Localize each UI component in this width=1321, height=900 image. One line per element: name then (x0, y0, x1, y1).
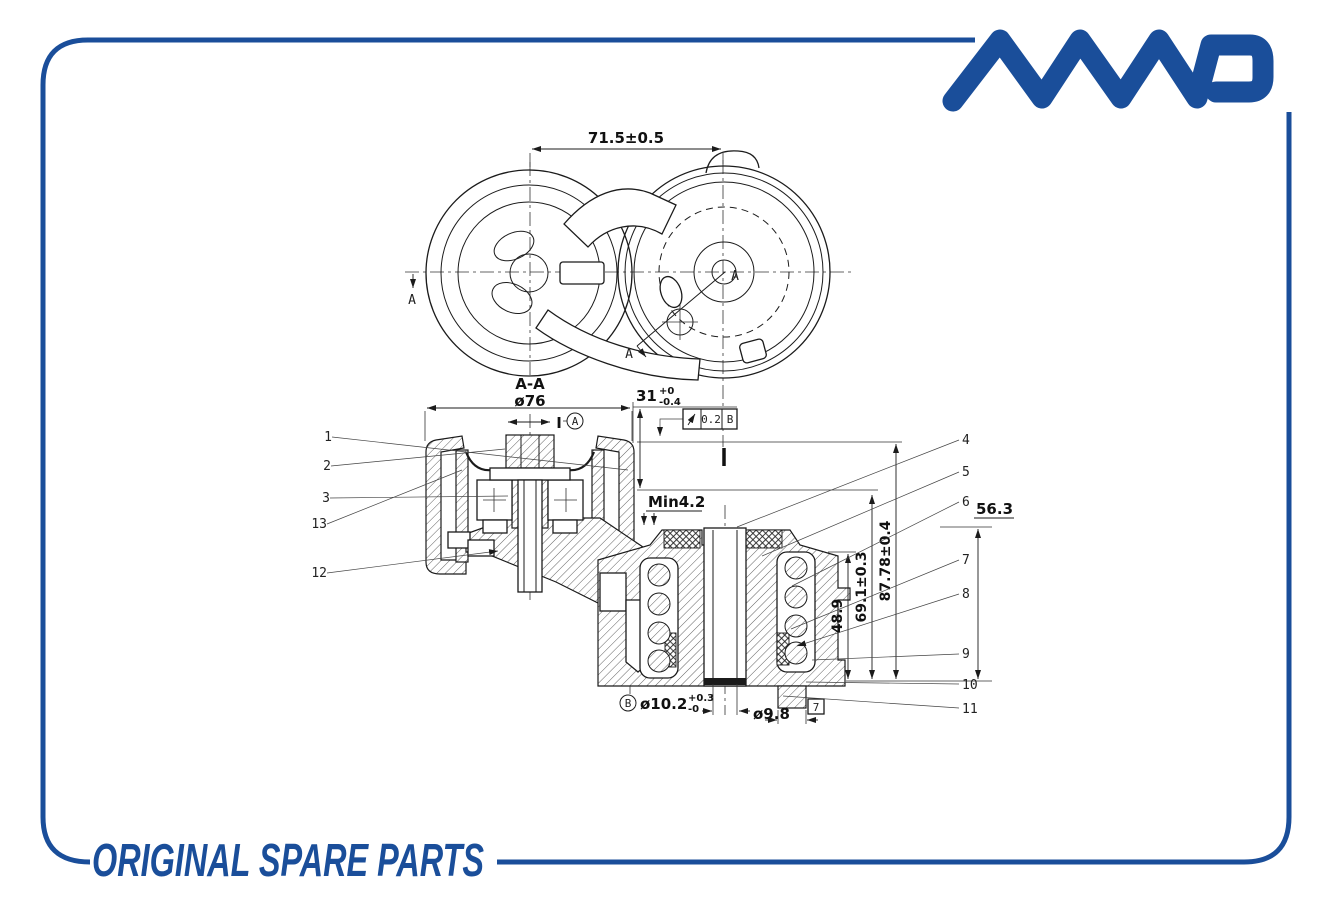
svg-text:+0.3: +0.3 (688, 693, 714, 704)
bolt-shaft (517, 479, 543, 593)
amd-logo (942, 29, 1274, 112)
mounting-hole (659, 275, 698, 340)
knurled-bushing-right (745, 529, 783, 549)
balloon-8: 8 (962, 587, 970, 602)
dim-span-text: 71.5±0.5 (588, 129, 664, 147)
runout-tolerance-frame: 0.2 B (657, 408, 738, 436)
runout-datum: B (727, 413, 734, 426)
svg-text:-0: -0 (688, 704, 699, 715)
dim-489: 48.9 (830, 599, 846, 634)
bearing-balls (647, 556, 808, 673)
runout-symbol-icon (687, 413, 696, 426)
balloon-numbers: 1 2 3 13 12 4 5 6 7 8 9 10 11 (311, 430, 977, 717)
pulley-diameter: ø76 (514, 392, 545, 410)
pin-dia: ø9.8 (753, 705, 790, 723)
dim-31: 31 +0 -0.4 (636, 386, 681, 488)
balloon-13: 13 (311, 517, 327, 532)
shaft-end-band (704, 678, 746, 685)
balloon-leaders (326, 436, 960, 709)
section-cut-marks: A A A (408, 269, 739, 362)
balloon-4: 4 (962, 433, 970, 448)
datum-b-circle: B (625, 697, 632, 710)
page-border (40, 37, 1292, 865)
balloon-6: 6 (962, 495, 970, 510)
balloon-10: 10 (962, 678, 978, 693)
detail-mark: I A (508, 412, 584, 432)
tagline-text: ORIGINAL SPARE PARTS (92, 834, 484, 886)
balloon-9: 9 (962, 647, 970, 662)
balloon-2: 2 (323, 459, 331, 474)
top-view: 71.5±0.5 A A A A-A ø76 (405, 129, 855, 447)
cut-letter-mid: A (731, 269, 739, 284)
dim-691: 69.1±0.3 (854, 551, 870, 622)
datum-a-circle: A (572, 415, 579, 428)
tensioner-arm (535, 188, 701, 381)
section-right-pivot: 31 +0 -0.4 0.2 B Min4.2 48.9 69.1±0.3 (597, 386, 1014, 724)
pivot-shaft (703, 527, 747, 687)
svg-text:-0.4: -0.4 (659, 397, 681, 408)
bore-dia: ø10.2 (640, 695, 687, 713)
svg-text:Min4.2: Min4.2 (648, 493, 705, 511)
detail-letter: I (556, 414, 562, 432)
washer (489, 467, 571, 481)
cut-letter-end: A (625, 347, 633, 362)
balloon-3: 3 (322, 491, 330, 506)
balloon-11: 11 (962, 702, 978, 717)
balloon-1: 1 (324, 430, 332, 445)
runout-value: 0.2 (701, 413, 721, 426)
dim-span: 71.5±0.5 (529, 129, 724, 167)
dim-563: 56.3 (976, 500, 1013, 518)
knurled-bushing-left (663, 529, 701, 549)
vertical-dims: 48.9 69.1±0.3 87.78±0.4 56.3 (830, 444, 1014, 679)
bearing-blocks (476, 479, 584, 534)
dim-8778: 87.78±0.4 (878, 520, 894, 601)
right-tensioner-body (617, 150, 831, 379)
svg-text:+0: +0 (659, 386, 674, 397)
bottom-dims: B ø10.2 +0.3 -0 ø9.8 7 (619, 684, 825, 724)
section-title: A-A (515, 375, 545, 393)
dim-min-gap: Min4.2 (641, 493, 705, 525)
hex-bolt-head (505, 434, 555, 469)
balloon-12: 12 (311, 566, 327, 581)
balloon-5: 5 (962, 465, 970, 480)
svg-text:31: 31 (636, 387, 657, 405)
balloon-7: 7 (962, 553, 970, 568)
dim-dia76 (424, 405, 633, 441)
pin-length: 7 (813, 701, 820, 714)
stop-pin (777, 685, 807, 709)
cut-letter-left: A (408, 293, 416, 308)
